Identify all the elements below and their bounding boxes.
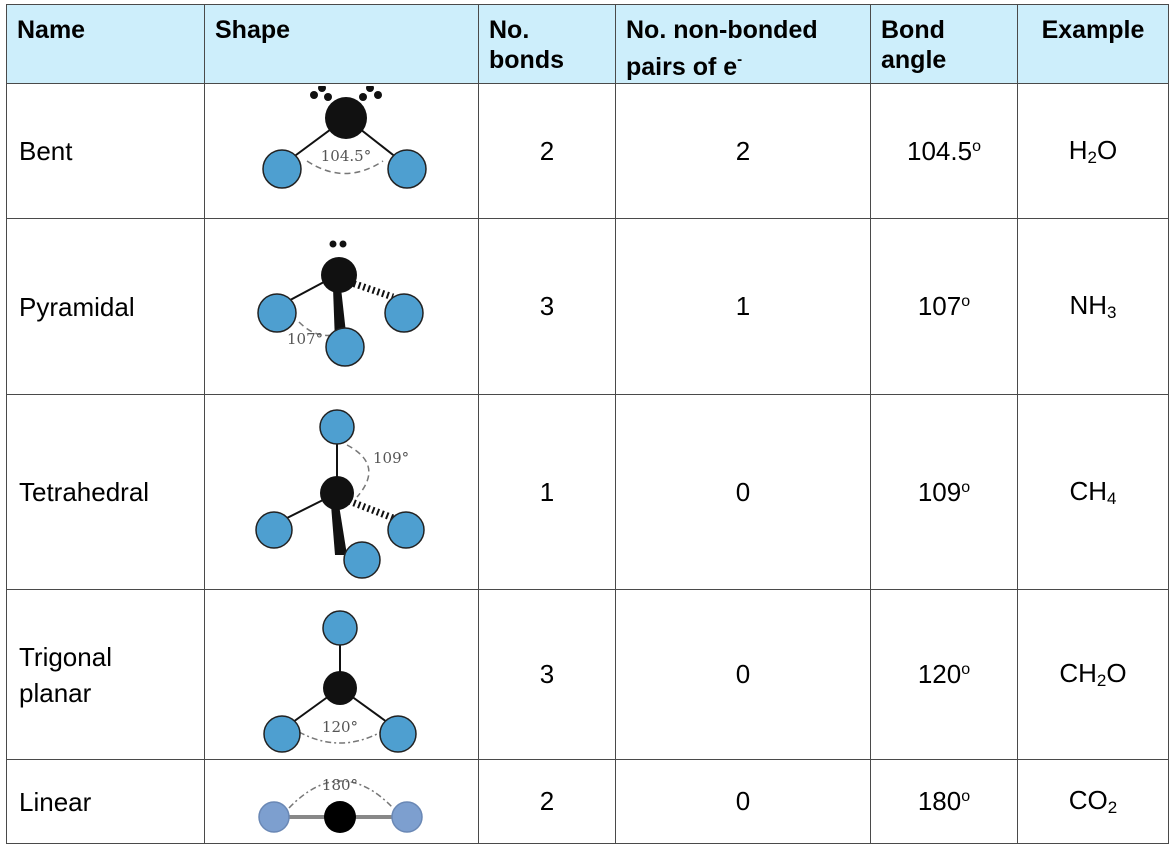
bonds-cell: 3 [478,218,616,395]
bent-diagram: 104.5° [204,83,479,219]
angle-label: 120° [321,718,357,736]
header-name: Name [6,4,205,84]
pyramidal-diagram: 107° [204,218,479,395]
shape-name: Bent [6,83,205,219]
bond-angle-cell: 107o [870,218,1018,395]
bond-angle-cell: 104.5o [870,83,1018,219]
angle-label: 180° [321,776,357,794]
bonds-cell: 3 [478,589,616,760]
header-bonds: No.bonds [478,4,616,84]
bond-angle-cell: 120o [870,589,1018,760]
example-cell: CO2 [1017,759,1169,844]
nonbonded-cell: 0 [615,759,871,844]
linear-diagram: 180° [204,759,479,844]
angle-label: 107° [287,330,323,348]
trigonal-planar-diagram: 120° [204,589,479,760]
header-shape: Shape [204,4,479,84]
nonbonded-cell: 1 [615,218,871,395]
bonds-cell: 2 [478,759,616,844]
bonds-cell: 1 [478,394,616,590]
angle-label: 109° [373,449,409,467]
shape-name: Tetrahedral [6,394,205,590]
bonds-cell: 2 [478,83,616,219]
table-row-linear: Linear 180° 2 0 180o CO2 [6,759,1169,844]
bond-angle-cell: 180o [870,759,1018,844]
example-cell: CH2O [1017,589,1169,760]
shape-name: Linear [6,759,205,844]
example-cell: CH4 [1017,394,1169,590]
shape-name: Pyramidal [6,218,205,395]
header-example: Example [1017,4,1169,84]
table-row-bent: Bent 104.5° 2 2 104.5o H2O [6,83,1169,219]
nonbonded-cell: 2 [615,83,871,219]
example-cell: NH3 [1017,218,1169,395]
nonbonded-cell: 0 [615,394,871,590]
tetrahedral-diagram: 109° [204,394,479,590]
angle-label: 104.5° [320,147,370,165]
table-row-tetrahedral: Tetrahedral 109° 1 0 109o [6,394,1169,590]
example-cell: H2O [1017,83,1169,219]
table-row-pyramidal: Pyramidal 107° 3 1 107o NH3 [6,218,1169,395]
bond-angle-cell: 109o [870,394,1018,590]
nonbonded-cell: 0 [615,589,871,760]
